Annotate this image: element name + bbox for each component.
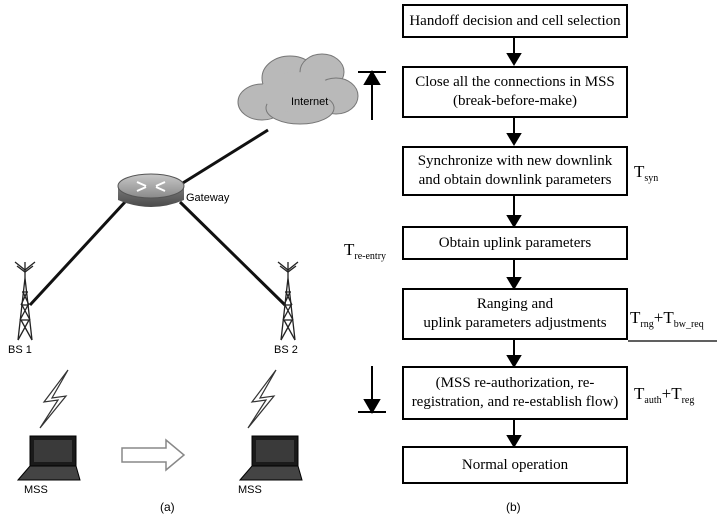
- timing-symbol: T: [663, 308, 674, 327]
- network-links: [28, 128, 287, 307]
- timing-auth-reg: Tauth+Treg: [634, 384, 695, 406]
- timing-subscript: auth: [644, 395, 662, 406]
- step-close-connections: Close all the connections in MSS (break-…: [402, 66, 628, 118]
- timing-plus: +: [653, 308, 664, 327]
- timing-subscript: rng: [640, 319, 654, 330]
- laptop-icon-left: [16, 435, 81, 481]
- step-line: Close all the connections in MSS: [415, 74, 615, 90]
- timing-subscript: syn: [644, 173, 659, 184]
- step-line: Synchronize with new downlink: [417, 153, 613, 169]
- timing-symbol: T: [344, 240, 355, 259]
- wireless-link-icon-bs1: [39, 369, 69, 429]
- flow-arrows: [506, 36, 522, 448]
- timing-plus: +: [661, 384, 672, 403]
- step-normal-operation: Normal operation: [402, 446, 628, 484]
- router-icon: [117, 173, 185, 207]
- timing-symbol: T: [634, 162, 645, 181]
- step-synchronize-downlink: Synchronize with new downlink and obtain…: [402, 146, 628, 196]
- step-line: Normal operation: [461, 456, 569, 473]
- mss-left-label: MSS: [24, 484, 48, 496]
- timing-subscript: reg: [681, 395, 695, 406]
- cloud-icon: [237, 53, 359, 125]
- step-handoff-decision: Handoff decision and cell selection: [402, 4, 628, 38]
- caption-b: (b): [506, 500, 521, 514]
- step-line: Obtain uplink parameters: [438, 234, 592, 251]
- gateway-label: Gateway: [186, 192, 230, 204]
- step-line: registration, and re-establish flow): [411, 394, 619, 410]
- step-line: and obtain downlink parameters: [418, 172, 612, 188]
- tower-icon-bs2: [277, 261, 299, 341]
- mss-right-label: MSS: [238, 484, 262, 496]
- link-gateway-internet: [177, 128, 269, 188]
- step-ranging: Ranging and uplink parameters adjustment…: [402, 288, 628, 340]
- timing-reentry: Tre-entry: [344, 240, 387, 262]
- step-line: (MSS re-authorization, re-: [435, 375, 595, 391]
- timing-subscript: bw_req: [673, 319, 704, 330]
- internet-label: Internet: [291, 96, 329, 108]
- step-line: Handoff decision and cell selection: [409, 12, 621, 29]
- bs2-label: BS 2: [274, 344, 298, 356]
- step-line: Ranging and: [476, 296, 554, 312]
- laptop-icon-right: [238, 435, 303, 481]
- bs1-label: BS 1: [8, 344, 32, 356]
- step-line: uplink parameters adjustments: [423, 315, 607, 331]
- caption-a: (a): [160, 500, 175, 514]
- movement-arrow-icon: [121, 438, 186, 472]
- step-reauthorization: (MSS re-authorization, re- registration,…: [402, 366, 628, 420]
- link-gateway-bs1: [28, 200, 127, 307]
- tower-icon-bs1: [14, 261, 36, 341]
- timing-syn: Tsyn: [634, 162, 659, 184]
- reentry-range-indicator: [358, 70, 386, 414]
- step-line: (break-before-make): [452, 93, 578, 109]
- timing-subscript: re-entry: [354, 251, 387, 262]
- step-obtain-uplink: Obtain uplink parameters: [402, 226, 628, 260]
- timing-symbol: T: [634, 384, 645, 403]
- timing-rng-bw: Trng+Tbw_req: [630, 308, 704, 330]
- timing-symbol: T: [671, 384, 682, 403]
- timing-symbol: T: [630, 308, 641, 327]
- link-gateway-bs2: [178, 200, 287, 307]
- wireless-link-icon-bs2: [247, 369, 277, 429]
